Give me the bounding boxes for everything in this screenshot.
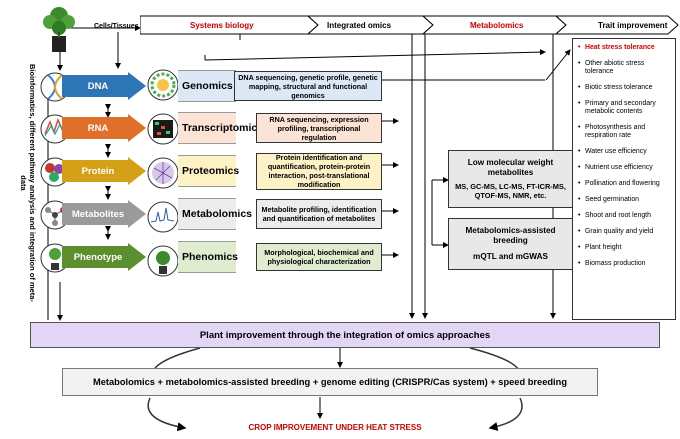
omics-desc-transcriptomics: RNA sequencing, expression profiling, tr… (256, 113, 382, 143)
trait-item: Pollination and flowering (578, 180, 672, 189)
level-label: Metabolites (71, 208, 125, 220)
metab-breeding-body: mQTL and mGWAS (473, 252, 548, 261)
final-goal-text: CROP IMPROVEMENT UNDER HEAT STRESS (248, 422, 422, 432)
trait-item: Plant height (578, 244, 672, 253)
trait-item: Other abiotic stress tolerance (578, 60, 672, 77)
metabolomics-top-label: Metabolomics (470, 21, 524, 30)
omics-desc-proteomics: Protein identification and quantificatio… (256, 152, 382, 190)
integrated-omics-label: Integrated omics (327, 21, 392, 30)
genomics-wheel-icon (147, 69, 179, 101)
omics-label: Metabolomics (182, 208, 253, 220)
systems-biology-label: Systems biology (190, 21, 254, 30)
omics-row-phenomics: Phenomics (178, 241, 239, 273)
level-arrow-metabolites: Metabolites (62, 200, 146, 228)
proteomics-network-icon (147, 157, 179, 189)
omics-desc-phenomics: Morphological, biochemical and physiolog… (256, 243, 382, 271)
level-arrow-phenotype: Phenotype (62, 243, 146, 271)
metabolites-box-body: MS, GC-MS, LC-MS, FT-ICR-MS, QTOF-MS, NM… (455, 182, 566, 200)
omics-row-proteomics: Proteomics (178, 155, 240, 187)
level-arrow-protein: Protein (62, 157, 146, 185)
level-arrow-rna: RNA (62, 114, 146, 142)
integration-box: Plant improvement through the integratio… (30, 322, 660, 348)
trait-item: Nutrient use efficiency (578, 164, 672, 173)
omics-row-metabolomics: Metabolomics (178, 198, 252, 230)
phenomics-plant-icon (147, 245, 179, 277)
trait-list: Heat stress toleranceOther abiotic stres… (578, 44, 672, 268)
omics-label: Transcriptomics (182, 122, 264, 134)
trait-item: Biotic stress tolerance (578, 84, 672, 93)
omics-row-genomics: Genomics (178, 70, 236, 102)
metabolomics-spectrum-icon (147, 201, 179, 233)
omics-label: Genomics (182, 80, 233, 92)
metabolites-box-title: Low molecular weight metabolites (467, 158, 554, 177)
plant-pot-icon (43, 7, 75, 52)
metab-breeding-box: Metabolomics-assisted breeding mQTL and … (448, 218, 573, 270)
trait-item: Heat stress tolerance (578, 44, 672, 53)
trait-item: Primary and secondary metabolic contents (578, 100, 672, 117)
omics-label: Proteomics (182, 165, 240, 177)
omics-desc-genomics: DNA sequencing, genetic profile, genetic… (234, 71, 382, 101)
side-bioinformatics-text: Bioinformatics, different pathway analys… (19, 64, 38, 302)
trait-item: Shoot and root length (578, 212, 672, 221)
level-arrow-dna: DNA (62, 72, 146, 100)
trait-item: Biomass production (578, 260, 672, 269)
trait-item: Photosynthesis and respiration rate (578, 124, 672, 141)
trait-list-panel: Heat stress toleranceOther abiotic stres… (572, 38, 676, 320)
trait-item: Water use efficiency (578, 148, 672, 157)
metab-breeding-title: Metabolomics-assisted breeding (465, 226, 556, 245)
trait-item: Grain quality and yield (578, 228, 672, 237)
level-label: Phenotype (73, 251, 123, 263)
level-label: Protein (81, 165, 115, 177)
cells-tissues-label: Cells/Tissues (94, 23, 139, 30)
transcriptomics-heatmap-icon (147, 113, 179, 145)
level-label: DNA (87, 80, 109, 92)
omics-label: Phenomics (182, 251, 239, 263)
metabolites-box: Low molecular weight metabolites MS, GC-… (448, 150, 573, 208)
level-label: RNA (87, 122, 109, 134)
omics-row-transcriptomics: Transcriptomics (178, 112, 263, 144)
methods-box: Metabolomics + metabolomics-assisted bre… (62, 368, 598, 396)
top-banner (140, 15, 679, 35)
trait-improvement-label: Trait improvement (598, 21, 668, 30)
trait-item: Seed germination (578, 196, 672, 205)
omics-circles (147, 69, 179, 277)
omics-desc-metabolomics: Metabolite profiling, identification and… (256, 199, 382, 229)
